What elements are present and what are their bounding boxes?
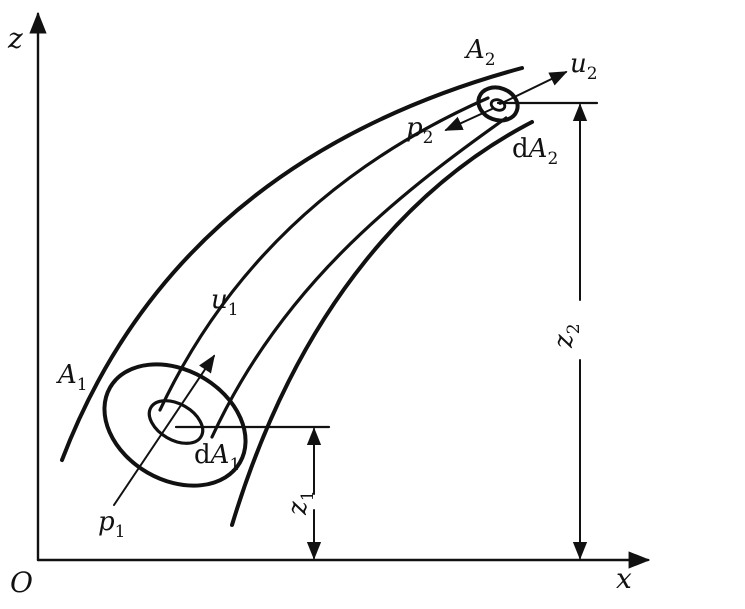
label-dA2: dA2	[512, 134, 558, 169]
label-z1: z1	[283, 490, 318, 516]
label-z1-sub: 1	[298, 490, 318, 501]
label-p1-sub: 1	[115, 522, 126, 542]
label-dA1-main: A	[209, 440, 230, 470]
section-A1-ellipse	[102, 362, 248, 488]
outer-tube-top-edge	[60, 66, 524, 462]
p1-arrow	[113, 354, 216, 506]
label-u1: u1	[211, 285, 239, 320]
outer-tube-bottom-edge	[230, 120, 534, 527]
label-u2-main: u	[570, 49, 587, 79]
inner-tube-top-edge	[158, 96, 490, 412]
label-z2-sub: 2	[564, 323, 584, 334]
inner-tube-bottom-edge	[210, 116, 508, 439]
x-axis-label: x	[616, 562, 632, 595]
label-p2-main: p	[406, 113, 423, 143]
label-z2: z2	[549, 323, 584, 349]
label-dA2-main: A	[527, 134, 548, 164]
label-dA2-sub: 2	[547, 149, 558, 169]
label-z1-main: z	[283, 501, 313, 516]
section-dA1-ellipse	[147, 399, 205, 445]
label-p1: p1	[98, 507, 125, 542]
label-u1-sub: 1	[228, 300, 239, 320]
label-A2-main: A	[464, 35, 485, 65]
label-u2-sub: 2	[587, 64, 598, 84]
label-p2: p2	[406, 113, 433, 148]
label-p2-sub: 2	[423, 128, 434, 148]
origin-label: O	[10, 566, 33, 599]
label-z2-main: z	[549, 334, 579, 349]
label-dA1-sub: 1	[229, 455, 240, 475]
label-A2: A2	[464, 35, 496, 70]
label-u1-main: u	[211, 285, 228, 315]
z-axis-label: z	[7, 22, 23, 55]
section-A2-ellipse	[476, 85, 520, 123]
label-u2: u2	[570, 49, 598, 84]
section-dA2-ellipse	[489, 98, 507, 112]
p2-arrow	[444, 108, 493, 131]
label-dA2-prefix: d	[512, 134, 529, 164]
label-A1: A1	[56, 360, 88, 395]
u2-arrow	[499, 71, 568, 105]
label-dA1-prefix: d	[194, 440, 211, 470]
label-A1-sub: 1	[77, 375, 88, 395]
label-dA1: dA1	[194, 440, 240, 475]
label-A2-sub: 2	[485, 50, 496, 70]
label-p1-main: p	[98, 507, 115, 537]
label-A1-main: A	[56, 360, 77, 390]
